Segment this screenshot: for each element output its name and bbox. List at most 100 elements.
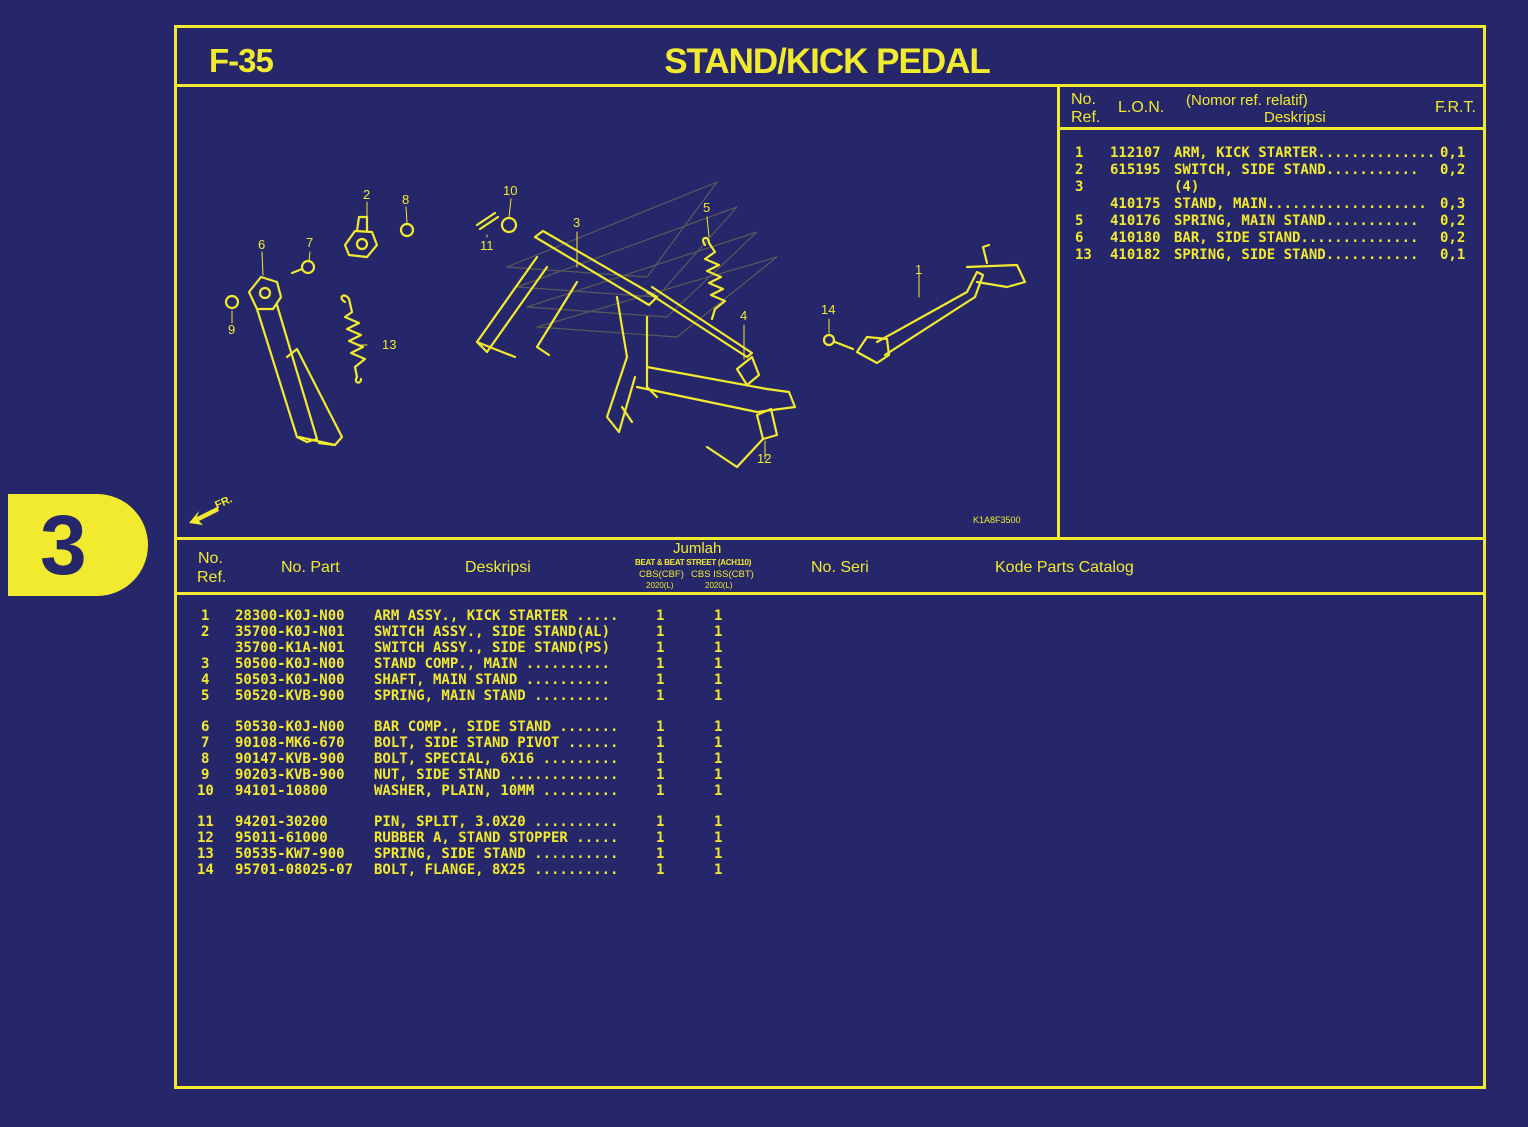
row-ref: 14: [197, 862, 214, 878]
parts-header-divider: [177, 592, 1483, 595]
row-ref: 12: [197, 830, 214, 846]
drawing-code: K1A8F3500: [973, 515, 1021, 525]
parts-col-desc: Deskripsi: [465, 559, 531, 576]
ref-col-lon: L.O.N.: [1118, 99, 1165, 116]
row-qty-b: 1: [714, 751, 723, 767]
diagram-svg: 2 8 7 6 9 13 10 11 3 5 4 1 14 12 FR. K1A…: [189, 181, 1027, 525]
diagram-bottom-divider: [177, 537, 1483, 540]
row-part-number: 50530-K0J-N00: [235, 719, 345, 735]
leader-lines: [231, 198, 920, 460]
row-frt: 0,1: [1440, 247, 1466, 263]
row-qty-a: 1: [656, 814, 665, 830]
catalog-page-frame: F-35 STAND/KICK PEDAL: [174, 25, 1486, 1089]
table-row: 8 90147-KVB-900 BOLT, SPECIAL, 6X16 ....…: [177, 751, 777, 768]
parts-col-serial: No. Seri: [811, 559, 869, 576]
row-ref: 11: [197, 814, 214, 830]
row-part-number: 35700-K0J-N01: [235, 624, 345, 640]
rubber-stopper: [705, 407, 779, 469]
row-qty-b: 1: [714, 719, 723, 735]
table-row: 13 410182 SPRING, SIDE STAND........... …: [1060, 247, 1480, 264]
row-qty-a: 1: [656, 672, 665, 688]
row-part-number: 50503-K0J-N00: [235, 672, 345, 688]
callout-1: 1: [915, 262, 922, 277]
row-qty-a: 1: [656, 751, 665, 767]
row-qty-a: 1: [656, 862, 665, 878]
row-desc: STAND, MAIN...................: [1174, 196, 1427, 212]
row-desc: SWITCH, SIDE STAND...........: [1174, 162, 1419, 178]
row-part-number: 94101-10800: [235, 783, 328, 799]
table-row: 1 112107 ARM, KICK STARTER..............…: [1060, 145, 1480, 162]
callout-5: 5: [703, 200, 710, 215]
table-row: 10 94101-10800 WASHER, PLAIN, 10MM .....…: [177, 783, 777, 800]
row-ref: 2: [201, 624, 210, 640]
row-desc: NUT, SIDE STAND .............: [374, 767, 619, 783]
table-row: 2 615195 SWITCH, SIDE STAND........... 0…: [1060, 162, 1480, 179]
row-frt: 0,2: [1440, 213, 1466, 229]
side-stand-bolt: [290, 259, 316, 275]
row-qty-a: 1: [656, 735, 665, 751]
table-row: 35700-K1A-N01 SWITCH ASSY., SIDE STAND(P…: [177, 640, 777, 657]
parts-col-catalog: Kode Parts Catalog: [995, 559, 1134, 576]
row-desc: SPRING, MAIN STAND...........: [1174, 213, 1419, 229]
side-stand-switch: [343, 215, 379, 259]
row-ref: 6: [201, 719, 210, 735]
row-qty-a: 1: [656, 624, 665, 640]
row-ref: 9: [201, 767, 210, 783]
row-lon: 615195: [1110, 162, 1161, 178]
row-qty-a: 1: [656, 783, 665, 799]
ref-col-ref: Ref.: [1071, 109, 1101, 126]
row-qty-b: 1: [714, 608, 723, 624]
row-desc: BAR, SIDE STAND..............: [1174, 230, 1419, 246]
row-qty-b: 1: [714, 846, 723, 862]
row-qty-b: 1: [714, 688, 723, 704]
row-frt: 0,3: [1440, 196, 1466, 212]
row-ref: 5: [1075, 213, 1084, 229]
row-desc: STAND COMP., MAIN ..........: [374, 656, 611, 672]
row-ref: 5: [201, 688, 210, 704]
row-lon: 410176: [1110, 213, 1161, 229]
table-row: 4 50503-K0J-N00 SHAFT, MAIN STAND ......…: [177, 672, 777, 689]
diagram-ref-divider: [1057, 86, 1060, 539]
row-desc: WASHER, PLAIN, 10MM .........: [374, 783, 619, 799]
parts-col-qty-a-year: 2020(L): [646, 581, 674, 590]
row-desc: RUBBER A, STAND STOPPER .....: [374, 830, 619, 846]
table-row: 5 50520-KVB-900 SPRING, MAIN STAND .....…: [177, 688, 777, 705]
row-desc: SWITCH ASSY., SIDE STAND(AL): [374, 624, 611, 640]
row-desc: PIN, SPLIT, 3.0X20 ..........: [374, 814, 619, 830]
row-lon: 410180: [1110, 230, 1161, 246]
ref-col-no: No.: [1071, 91, 1096, 108]
parts-col-ref: Ref.: [197, 569, 227, 586]
row-ref: 8: [201, 751, 210, 767]
callout-6: 6: [258, 237, 265, 252]
row-ref: 7: [201, 735, 210, 751]
callout-8: 8: [402, 192, 409, 207]
table-row: 3 (4): [1060, 179, 1480, 196]
row-lon: 112107: [1110, 145, 1161, 161]
callout-9: 9: [228, 322, 235, 337]
header-divider: [177, 84, 1483, 87]
row-qty-b: 1: [714, 767, 723, 783]
callout-2: 2: [363, 187, 370, 202]
row-part-number: 50520-KVB-900: [235, 688, 345, 704]
shaft-end-bracket: [735, 355, 761, 387]
parts-col-no: No.: [198, 550, 223, 567]
row-part-number: 90203-KVB-900: [235, 767, 345, 783]
table-row: 6 410180 BAR, SIDE STAND.............. 0…: [1060, 230, 1480, 247]
row-qty-b: 1: [714, 830, 723, 846]
row-qty-a: 1: [656, 830, 665, 846]
row-qty-a: 1: [656, 656, 665, 672]
row-ref: 2: [1075, 162, 1084, 178]
row-part-number: 35700-K1A-N01: [235, 640, 345, 656]
row-desc: SWITCH ASSY., SIDE STAND(PS): [374, 640, 611, 656]
front-marker: FR.: [213, 493, 234, 511]
split-pin: [475, 211, 500, 231]
row-qty-a: 1: [656, 688, 665, 704]
row-part-number: 95011-61000: [235, 830, 328, 846]
row-desc: SPRING, SIDE STAND ..........: [374, 846, 619, 862]
parts-col-part: No. Part: [281, 559, 340, 576]
row-ref: 13: [197, 846, 214, 862]
table-row: 2 35700-K0J-N01 SWITCH ASSY., SIDE STAND…: [177, 624, 777, 641]
row-desc: ARM, KICK STARTER..............: [1174, 145, 1436, 161]
row-qty-b: 1: [714, 814, 723, 830]
row-qty-b: 1: [714, 672, 723, 688]
